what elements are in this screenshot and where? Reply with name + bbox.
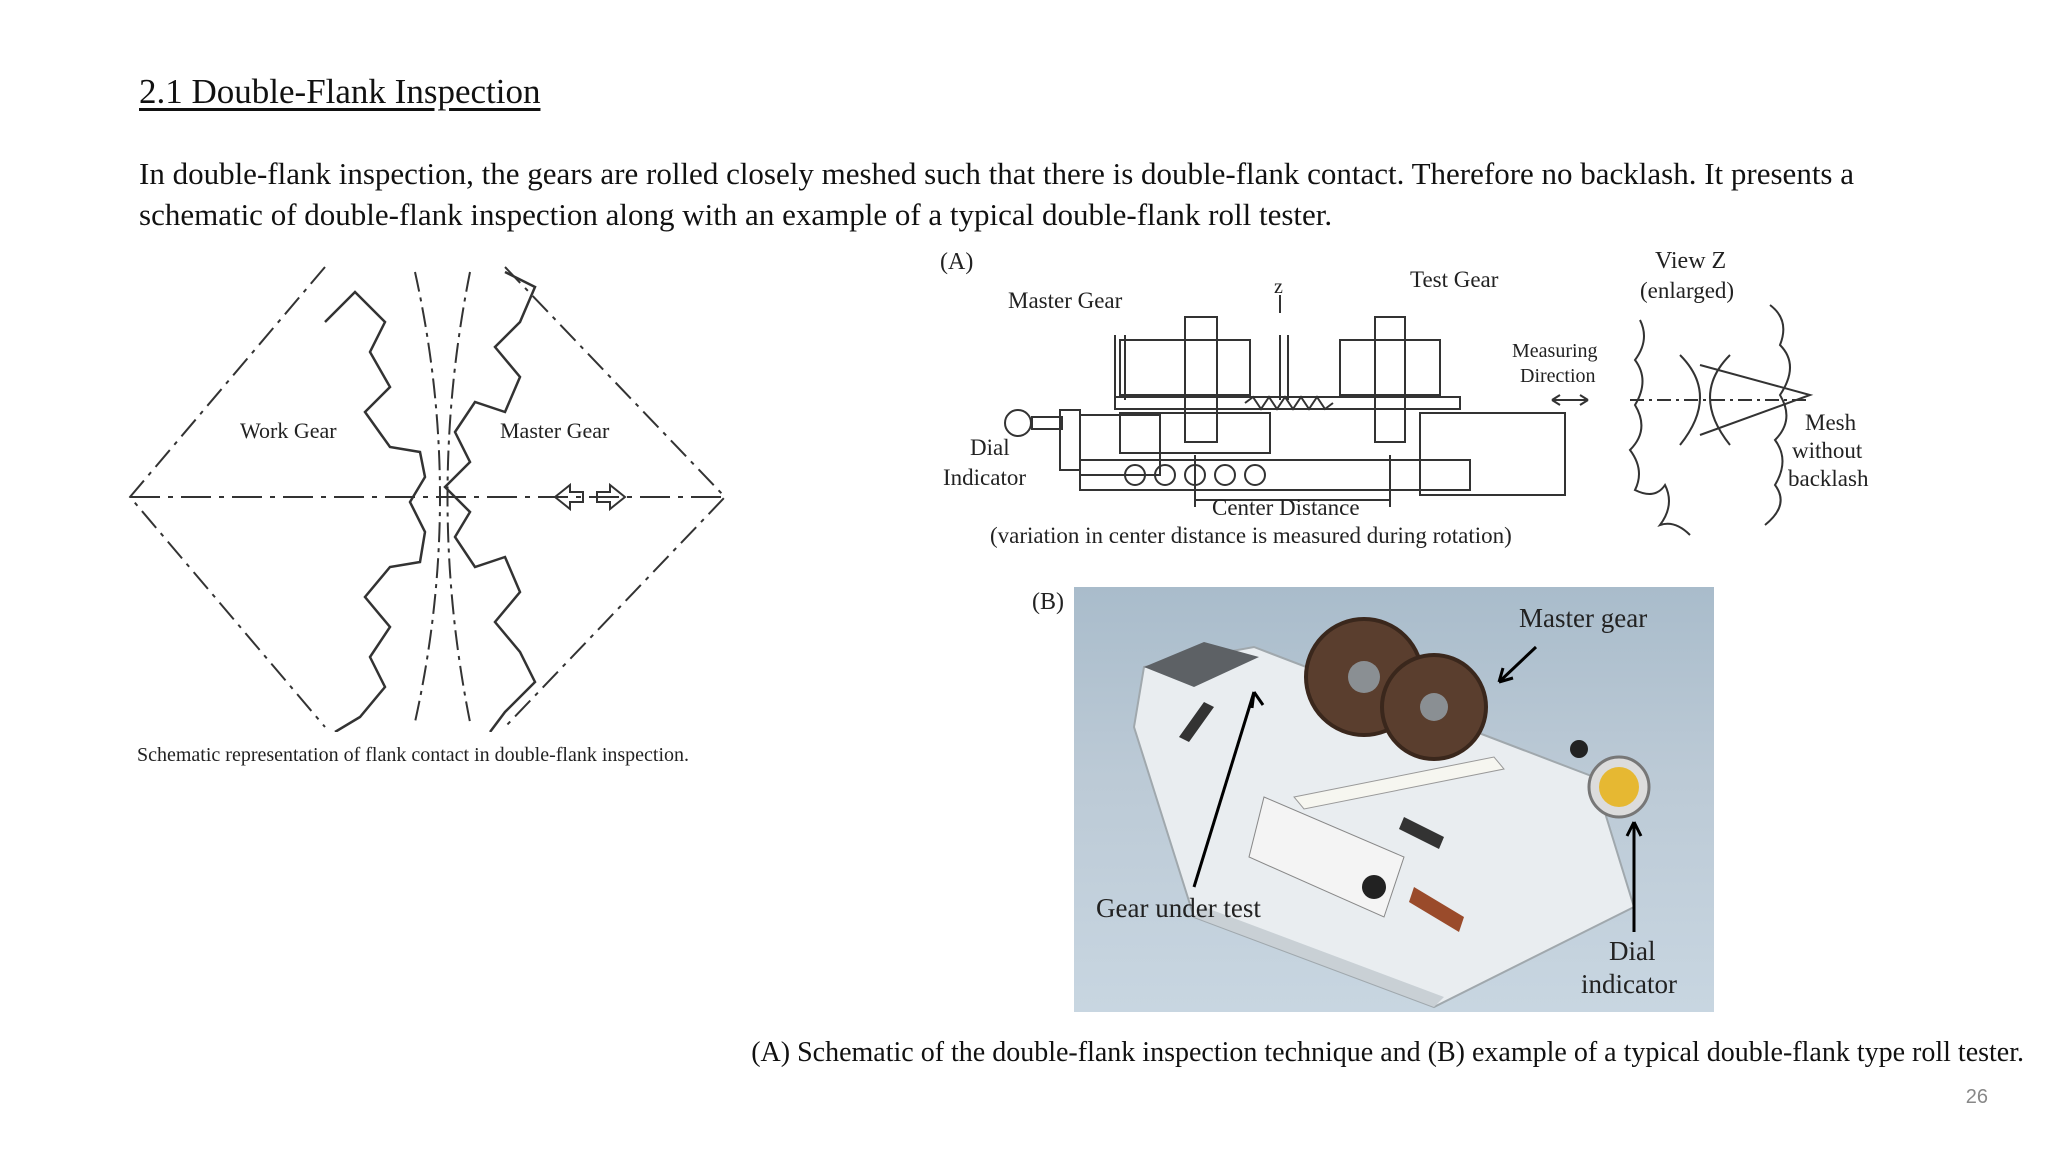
photo-label-master-gear: Master gear [1519, 603, 1647, 633]
photo-label-gear-under-test: Gear under test [1096, 893, 1261, 923]
label-mesh: Mesh [1805, 410, 1857, 435]
slide-number: 26 [1965, 1086, 1988, 1108]
intro-paragraph: In double-flank inspection, the gears ar… [139, 156, 1855, 232]
label-z: z [1274, 276, 1283, 298]
label-measuring: Measuring [1512, 340, 1598, 362]
label-dial: Dial [970, 435, 1010, 460]
label-master-gear: Master Gear [1008, 288, 1123, 313]
photo-label-dial: Dial [1609, 936, 1656, 966]
roll-tester-photo: Master gear Gear under test Dial indicat… [1074, 587, 1714, 1012]
arrow-right-icon [596, 482, 627, 512]
panel-b-label-wrap: (B) [1032, 585, 1072, 615]
label-enlarged: (enlarged) [1640, 278, 1734, 303]
label-backlash: backlash [1788, 466, 1869, 491]
label-indicator: Indicator [943, 465, 1026, 490]
left-figure-caption: Schematic representation of flank contac… [137, 744, 690, 766]
work-gear-label: Work Gear [240, 418, 337, 443]
main-figure-caption: (A) Schematic of the double-flank inspec… [751, 1037, 2024, 1068]
dial-indicator-icon [1004, 409, 1032, 437]
label-variation-note: (variation in center distance is measure… [990, 523, 1512, 548]
arrow-left-icon [553, 482, 584, 512]
master-gear-label: Master Gear [500, 418, 610, 443]
slide-title: 2.1 Double-Flank Inspection [139, 72, 541, 111]
spring [1244, 395, 1334, 411]
test-gear-body [1339, 339, 1441, 396]
photo-label-indicator: indicator [1581, 969, 1677, 999]
label-test-gear: Test Gear [1410, 267, 1499, 292]
panel-a-label: (A) [940, 249, 973, 275]
base-carriage [1079, 459, 1471, 491]
label-direction: Direction [1520, 365, 1596, 387]
label-view-z: View Z [1655, 248, 1726, 274]
figure-a-schematic: (A) Master Gear z Test Gear View Z (enla… [940, 245, 1900, 555]
label-without: without [1792, 438, 1863, 463]
panel-b-label: (B) [1032, 589, 1064, 615]
master-gear-outline [504, 266, 727, 728]
flank-contact-schematic: Work Gear Master Gear [125, 262, 735, 732]
label-center-distance: Center Distance [1212, 495, 1360, 520]
